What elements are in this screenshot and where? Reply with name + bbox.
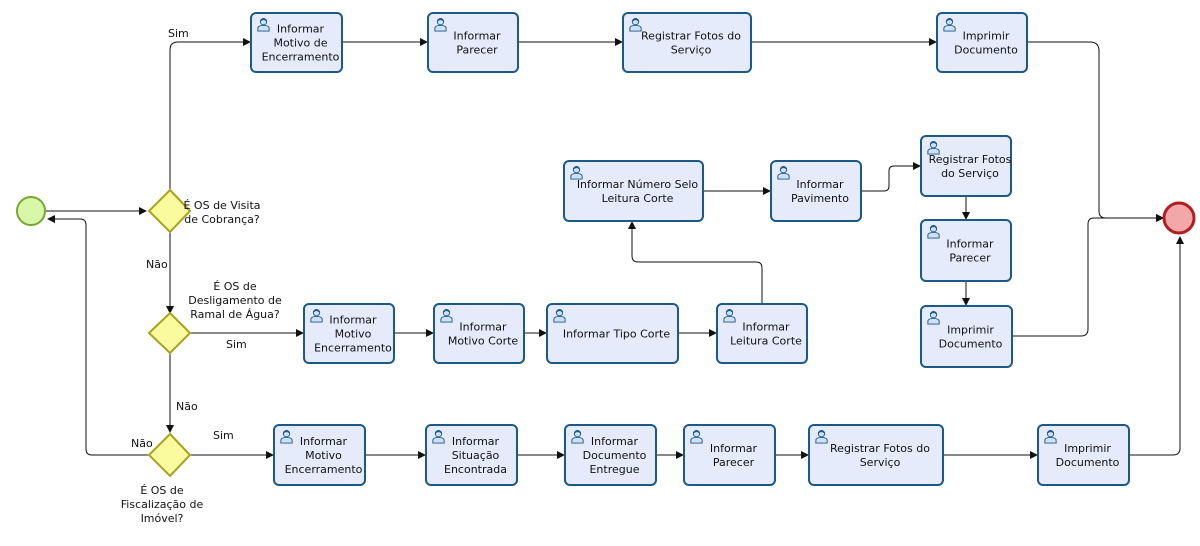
gateway-label-line: É OS de Visita [183, 199, 260, 212]
task-label-line: Informar Tipo Corte [563, 328, 671, 341]
task-label-line: Informar [742, 321, 790, 334]
task-label-line: Informar [300, 435, 348, 448]
gateway-fiscalizacao-imovel[interactable] [147, 432, 192, 478]
task-label-line: Encontrada [444, 463, 507, 476]
task-label-line: Imprimir [963, 30, 1010, 43]
task-label-line: Motivo [305, 449, 342, 462]
gateway-label-line: É OS de [213, 280, 257, 293]
gateway-label-line: Imóvel? [141, 512, 184, 525]
flow-t6-t7 [861, 162, 921, 192]
task-label-line: Informar [946, 238, 994, 251]
task-label-line: Informar [277, 23, 325, 36]
task-label-line: Imprimir [947, 324, 994, 337]
gateway-label-line: É OS de [140, 484, 184, 497]
gateway-desligamento-ramal[interactable] [147, 311, 192, 355]
flow-t13-t5 [628, 221, 763, 303]
edge-label-g1-no: Não [146, 258, 168, 271]
task-label-line: Parecer [713, 456, 755, 469]
task-label-line: Registrar Fotos do [641, 30, 741, 43]
sequence-flows [46, 38, 1184, 459]
start-event[interactable] [16, 196, 46, 226]
task-label-line: Motivo Corte [448, 335, 519, 348]
task-informar-tipo-corte[interactable]: Informar Tipo Corte [546, 303, 679, 364]
task-label-line: Registrar Fotos do [830, 442, 930, 455]
task-label-line: Serviço [671, 44, 712, 57]
task-label-line: Motivo [335, 328, 372, 341]
edge-label-g1-yes: Sim [168, 27, 189, 40]
task-label-line: Encerramento [314, 342, 392, 355]
task-label-line: do Serviço [941, 167, 999, 180]
task-label-line: Documento [1056, 456, 1120, 469]
task-label-line: Entregue [589, 463, 639, 476]
task-label-line: Situação [452, 449, 500, 462]
task-label-line: Registrar Fotos [929, 153, 1012, 166]
edge-label-g3-no: Não [131, 437, 153, 450]
end-event[interactable] [1162, 201, 1196, 235]
task-label-line: Parecer [949, 252, 991, 265]
task-label-line: Motivo de [273, 37, 327, 50]
task-label-line: Documento [954, 44, 1018, 57]
task-label-line: Leitura Corte [602, 192, 674, 205]
task-label-line: Serviço [860, 456, 901, 469]
task-label-line: Imprimir [1064, 442, 1111, 455]
task-label-line: Informar Número Selo [577, 178, 699, 191]
task-label-line: Parecer [456, 44, 498, 57]
gateway-label-line: Desligamento de [188, 294, 282, 307]
gateway-label-line: Ramal de Água? [190, 308, 280, 321]
task-label-line: Documento [583, 449, 647, 462]
gateway-label-line: Fiscalização de [121, 498, 204, 511]
task-label-line: Documento [939, 338, 1003, 351]
task-label-line: Informar [329, 314, 377, 327]
task-label-line: Informar [591, 435, 639, 448]
task-label-line: Pavimento [791, 192, 849, 205]
task-label-line: Leitura Corte [730, 335, 802, 348]
flow-t9-end [1012, 214, 1164, 337]
task-label-line: Encerramento [285, 463, 363, 476]
task-label-line: Encerramento [262, 51, 340, 64]
flow-t4-end [1027, 41, 1164, 222]
task-label-line: Informar [452, 435, 500, 448]
task-label-line: Informar [710, 442, 758, 455]
gateway-label-line: de Cobrança? [184, 213, 260, 226]
gateway-visita-cobranca[interactable] [147, 188, 192, 234]
edge-label-g2-no: Não [176, 400, 198, 413]
task-label-line: Informar [453, 30, 501, 43]
edge-label-g2-yes: Sim [226, 338, 247, 351]
flow-g3-no [47, 215, 149, 456]
flow-t19-end [1129, 236, 1184, 456]
edge-label-g3-yes: Sim [213, 429, 234, 442]
task-label-line: Informar [459, 321, 507, 334]
flow-g1-yes [169, 38, 251, 190]
task-label-line: Informar [796, 178, 844, 191]
